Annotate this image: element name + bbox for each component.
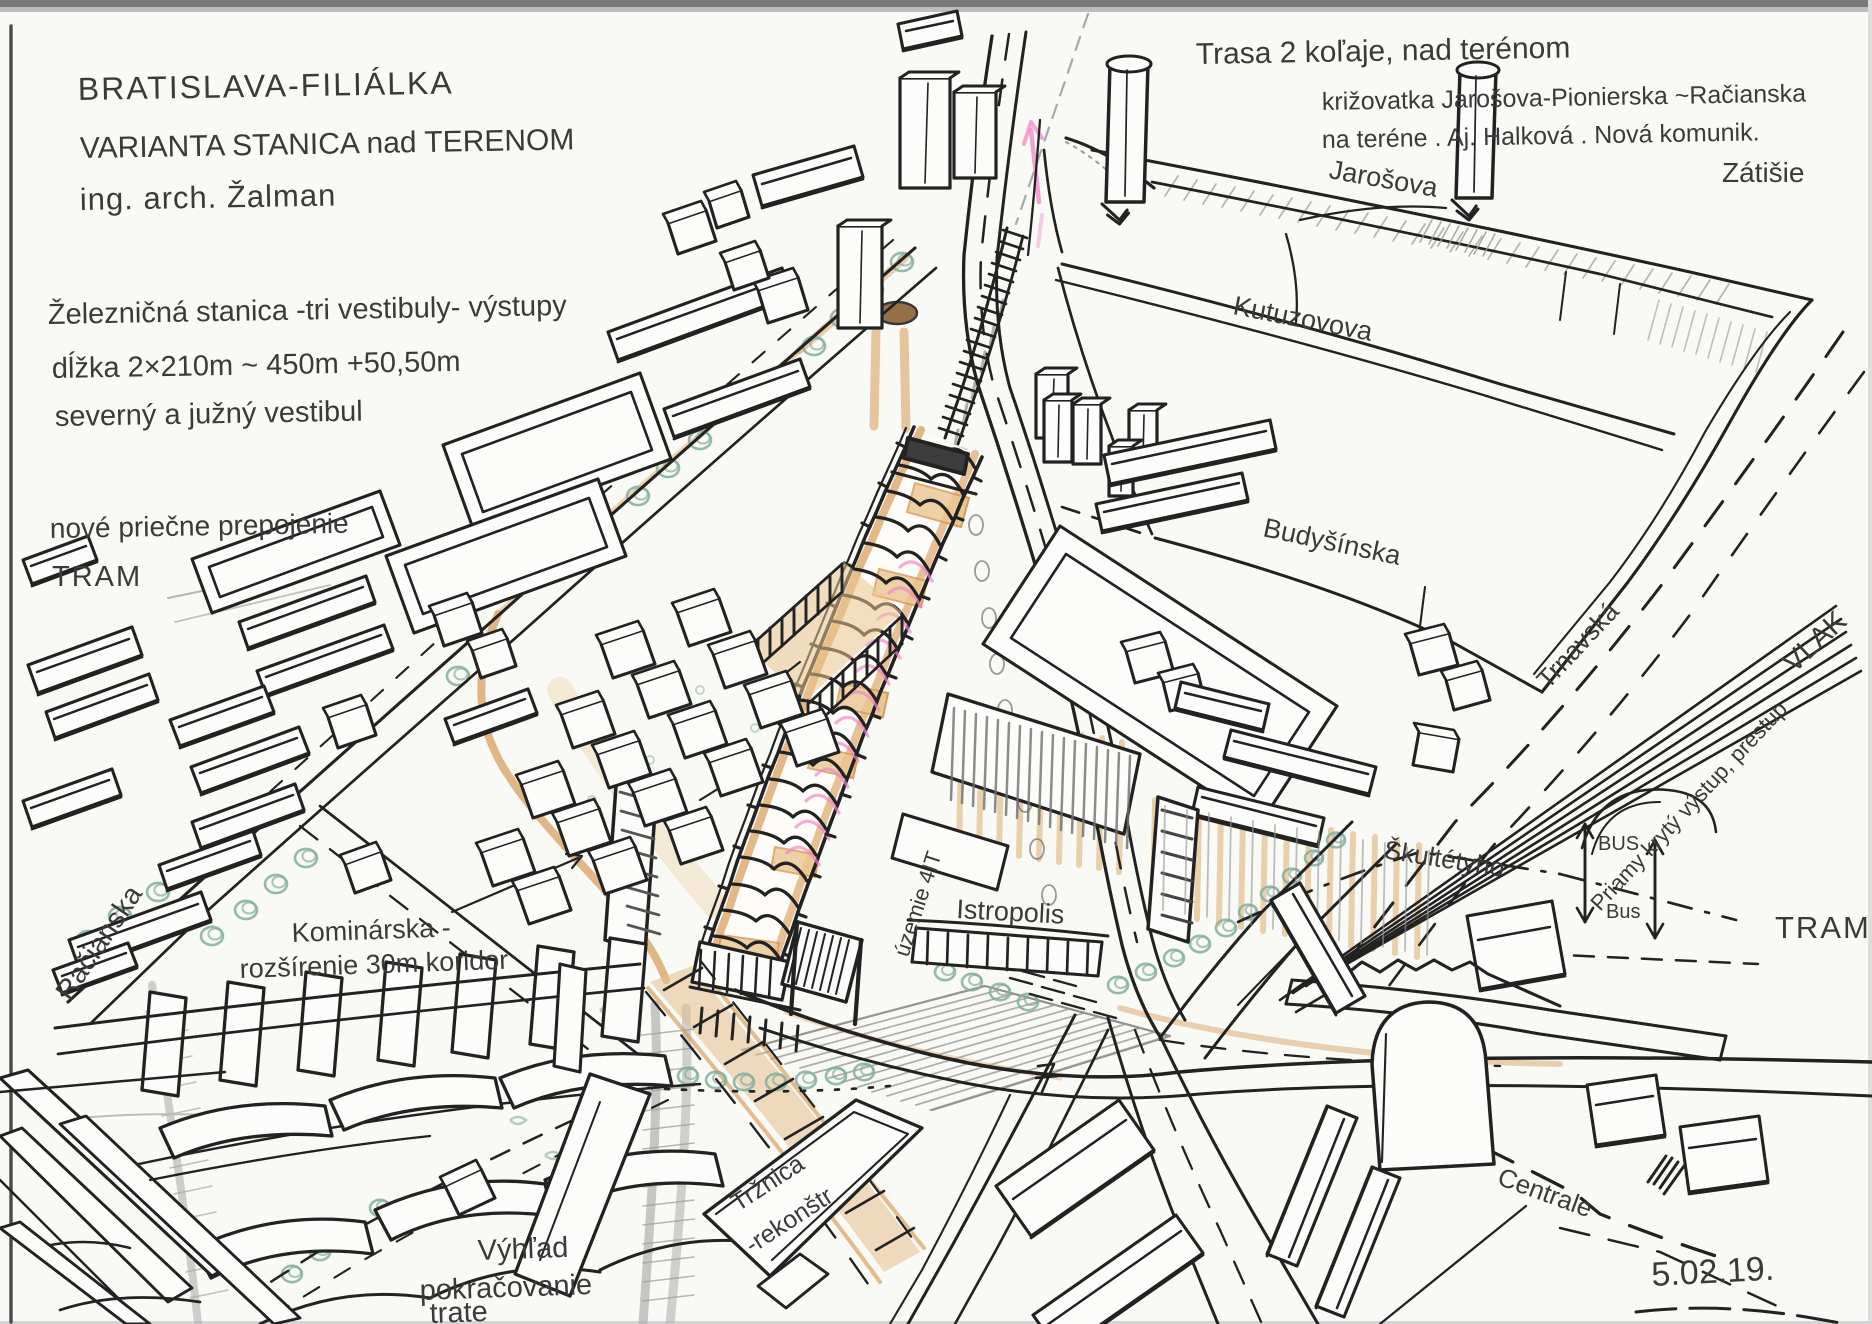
svg-text:pokračovanie: pokračovanie	[419, 1269, 593, 1307]
svg-text:5.02.19.: 5.02.19.	[1650, 1250, 1775, 1294]
svg-text:trate: trate	[429, 1296, 488, 1324]
svg-text:Trasa 2 koľaje, nad terénom: Trasa 2 koľaje, nad terénom	[1196, 31, 1571, 71]
svg-text:Istropolis: Istropolis	[956, 894, 1065, 930]
svg-text:TRAM: TRAM	[52, 561, 142, 593]
svg-text:TRAM: TRAM	[1775, 910, 1871, 945]
svg-text:Bus: Bus	[1606, 901, 1640, 923]
svg-text:ing. arch. Žalman: ing. arch. Žalman	[80, 178, 337, 217]
svg-text:Zátišie: Zátišie	[1722, 157, 1804, 188]
svg-text:BUS: BUS	[1598, 833, 1639, 855]
svg-text:nové priečne prepojenie: nové priečne prepojenie	[50, 508, 349, 544]
svg-text:severný a južný vestibul: severný a južný vestibul	[55, 396, 363, 433]
svg-text:BRATISLAVA-FILIÁLKA: BRATISLAVA-FILIÁLKA	[77, 64, 453, 107]
svg-text:Kominárska -: Kominárska -	[291, 912, 451, 948]
svg-text:Výhľad: Výhľad	[477, 1232, 569, 1267]
